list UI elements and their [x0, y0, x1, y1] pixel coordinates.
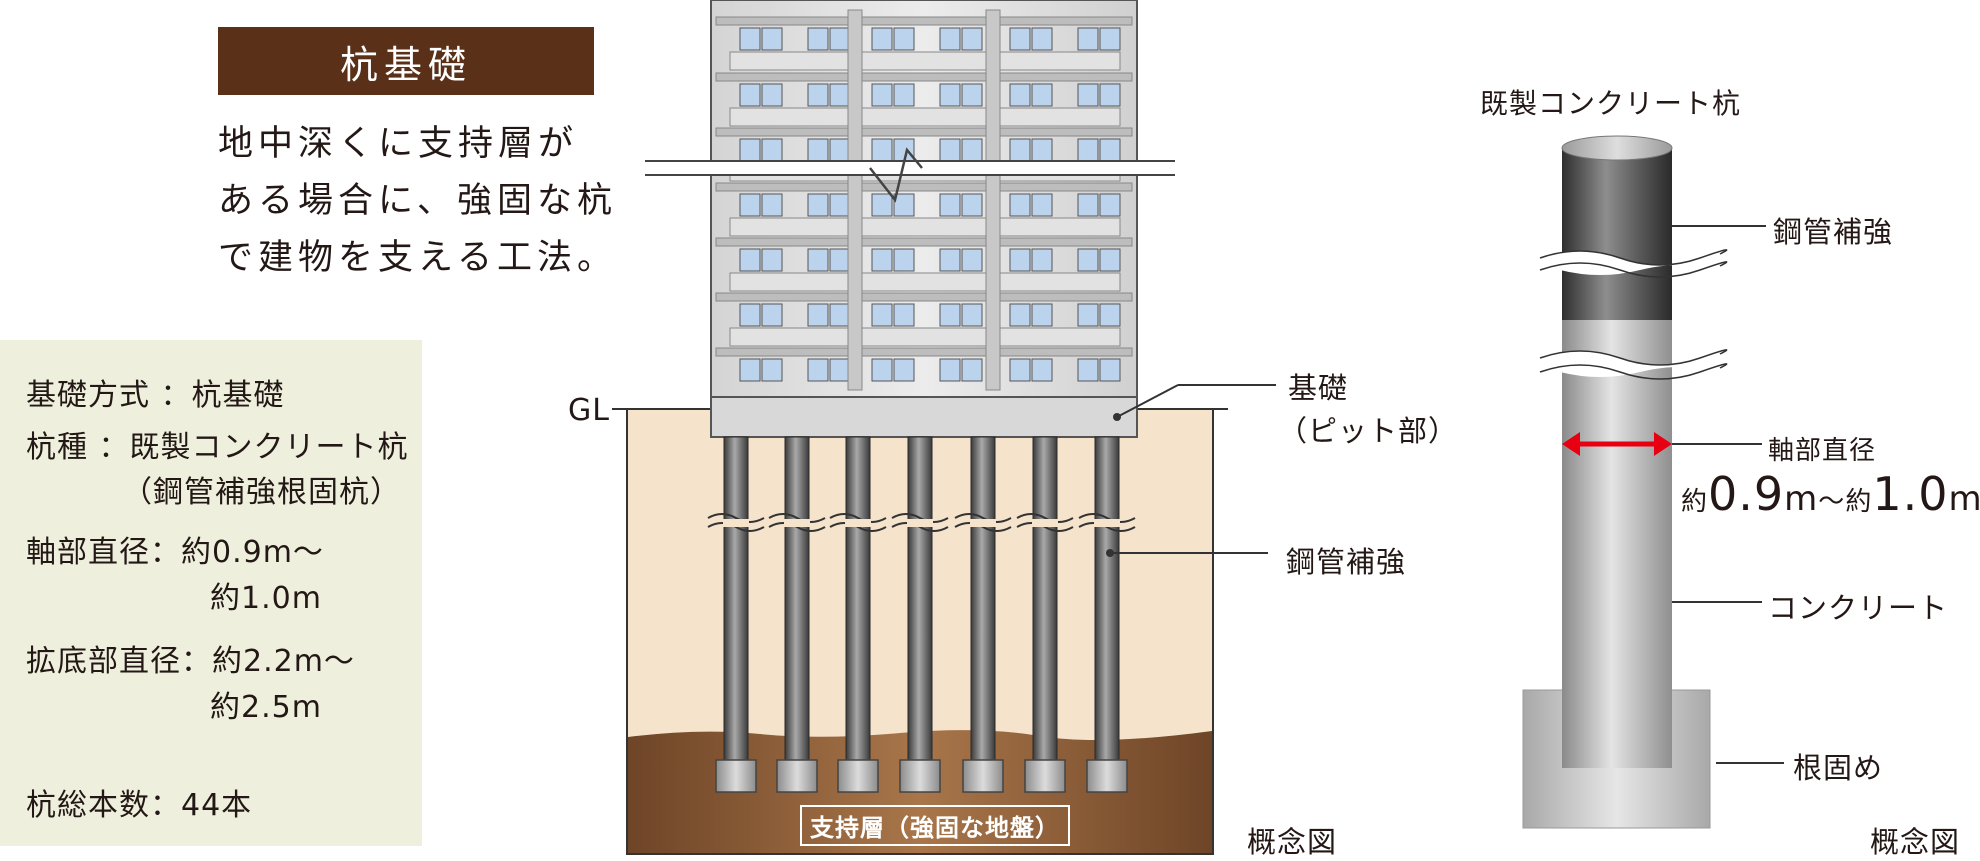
description-line-1: 地中深くに支持層が — [218, 124, 579, 164]
piles — [707, 436, 1136, 793]
diameter-value-1: 0.9 — [1708, 467, 1785, 521]
pile — [954, 436, 1012, 793]
description-line-2: ある場合に、強固な杭 — [218, 181, 617, 221]
pile — [1016, 436, 1074, 793]
diameter-unit-2: m — [1948, 479, 1980, 519]
spec-foundation-type: 基礎方式 ：杭基礎 — [26, 378, 285, 413]
foundation-pit — [710, 396, 1138, 438]
diameter-range: 約0.9m〜約1.0m — [1681, 467, 1980, 521]
spec-shaft-diameter-cont: 約1.0m — [210, 581, 322, 616]
pile — [768, 436, 826, 793]
spec-base-diameter: 拡底部直径：約2.2m〜 — [26, 644, 355, 679]
detail-pile — [1522, 135, 1784, 829]
pile-title: 既製コンクリート杭 — [1480, 87, 1742, 120]
spec-shaft-diameter: 軸部直径：約0.9m〜 — [26, 535, 324, 570]
steel-reinforcement-label-right: 鋼管補強 — [1773, 215, 1894, 249]
diameter-sep: 〜 — [1818, 487, 1846, 517]
description: 地中深くに支持層が ある場合に、強固な杭 で建物を支える工法。 — [218, 116, 618, 287]
steel-reinforcement-label-left: 鋼管補強 — [1286, 545, 1407, 579]
pile — [891, 436, 949, 793]
heading-box: 杭基礎 — [218, 27, 594, 95]
caption-left: 概念図 — [1247, 825, 1338, 859]
pile — [829, 436, 887, 793]
root-consolidation-label: 根固め — [1793, 751, 1884, 785]
gl-label: GL — [568, 393, 610, 428]
heading-text: 杭基礎 — [339, 42, 472, 87]
pit-label: （ピット部） — [1278, 414, 1459, 448]
description-line-3: で建物を支える工法。 — [218, 238, 617, 278]
diameter-prefix-1: 約 — [1681, 487, 1709, 517]
diameter-unit-1: m — [1784, 479, 1819, 519]
shaft-diameter-label: 軸部直径 — [1768, 436, 1877, 466]
bearing-layer-label: 支持層（強固な地盤） — [800, 805, 1070, 846]
concrete-label: コンクリート — [1768, 591, 1949, 625]
foundation-label: 基礎 — [1288, 371, 1349, 405]
diameter-value-2: 1.0 — [1872, 467, 1949, 521]
caption-right: 概念図 — [1870, 825, 1961, 859]
diameter-prefix-2: 約 — [1845, 487, 1873, 517]
pile — [1078, 436, 1136, 793]
spec-pile-type: 杭種 ：既製コンクリート杭 — [26, 430, 409, 465]
spec-panel: 基礎方式 ：杭基礎 杭種 ：既製コンクリート杭 （鋼管補強根固杭） 軸部直径：約… — [0, 340, 422, 846]
building — [645, 0, 1175, 438]
spec-base-diameter-cont: 約2.5m — [210, 690, 322, 725]
spec-pile-count: 杭総本数：44本 — [26, 788, 253, 823]
spec-pile-type-detail: （鋼管補強根固杭） — [122, 475, 401, 510]
pile — [707, 436, 765, 793]
